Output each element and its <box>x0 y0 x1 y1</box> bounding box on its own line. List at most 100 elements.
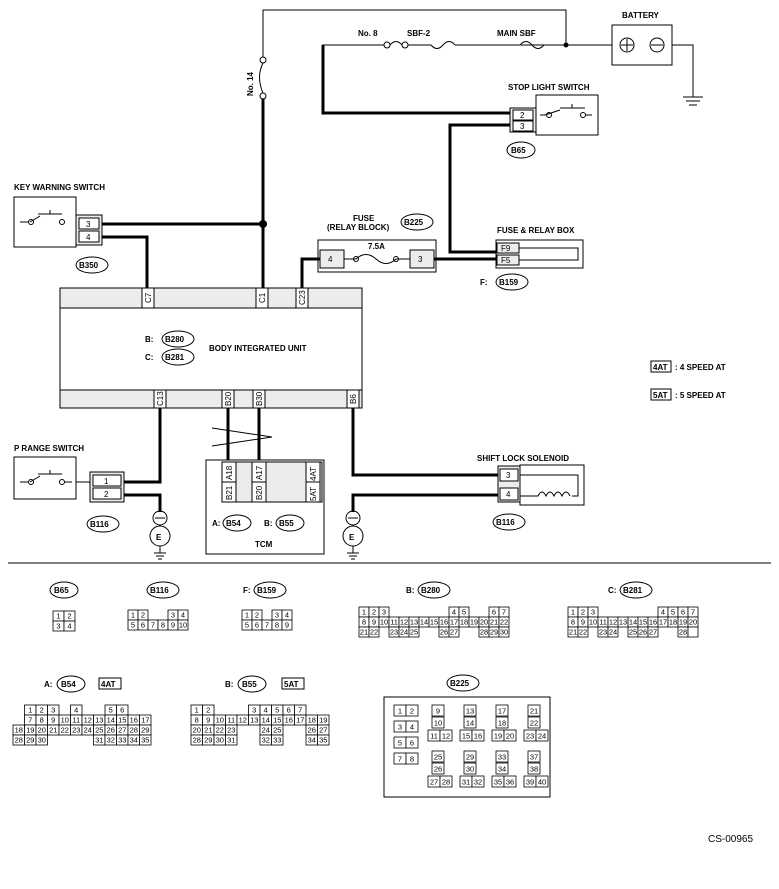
svg-text:B350: B350 <box>79 261 99 270</box>
pin-label: 2 <box>40 706 44 715</box>
pin-cell <box>535 729 549 742</box>
pin-label: 32 <box>107 736 115 745</box>
pin-label: 24 <box>400 628 408 637</box>
svg-text:C:: C: <box>145 353 153 362</box>
pin-label: 30 <box>38 736 46 745</box>
pin-label: 16 <box>285 716 293 725</box>
pin-label: 26 <box>107 726 115 735</box>
pin-label: 34 <box>308 736 316 745</box>
pin-label: 21 <box>360 628 368 637</box>
pin-cell <box>408 626 420 638</box>
pin-label: 40 <box>538 778 546 787</box>
face-b225-tag <box>446 674 480 692</box>
pin-label: 9 <box>372 618 376 627</box>
pin-label: 36 <box>506 778 514 787</box>
pin-label: 8 <box>571 618 575 627</box>
pin-label: 10 <box>589 618 597 627</box>
pin-label: 17 <box>659 618 667 627</box>
pin-label: 25 <box>410 628 418 637</box>
pin-label: 19 <box>26 726 34 735</box>
pin-label: 23 <box>72 726 80 735</box>
pin-label: 9 <box>51 716 55 725</box>
svg-text:5AT: 5AT <box>284 680 299 689</box>
svg-text:A18: A18 <box>225 465 234 480</box>
svg-text:B54: B54 <box>61 680 76 689</box>
pin-label: 32 <box>262 736 270 745</box>
pin-label: 9 <box>285 621 289 630</box>
pin-label: 26 <box>639 628 647 637</box>
pin-label: 7 <box>398 755 402 764</box>
svg-text:B30: B30 <box>255 391 264 406</box>
shift-lock-solenoid-label: SHIFT LOCK SOLENOID <box>477 454 569 463</box>
pin-label: 17 <box>296 716 304 725</box>
svg-text:C13: C13 <box>156 391 165 406</box>
pin-label: 16 <box>649 618 657 627</box>
pin-cell <box>463 716 477 729</box>
pin-label: 9 <box>581 618 585 627</box>
pin-label: 18 <box>498 719 506 728</box>
pin-label: 23 <box>599 628 607 637</box>
pin-label: 4 <box>452 608 456 617</box>
pin-cell <box>607 626 619 638</box>
pin-cell <box>687 626 699 638</box>
b225-outline <box>383 696 551 798</box>
pin-label: 26 <box>434 765 442 774</box>
pin-label: 16 <box>474 732 482 741</box>
pin-label: 27 <box>450 628 458 637</box>
svg-text:B65: B65 <box>511 146 526 155</box>
pin-cell <box>471 775 485 788</box>
pin-label: 13 <box>250 716 258 725</box>
pin-cell <box>527 762 541 775</box>
svg-text:2: 2 <box>520 111 525 120</box>
pin-label: 3 <box>51 706 55 715</box>
face-b54-tag <box>56 675 86 693</box>
b225-tag <box>400 213 434 231</box>
pin-label: 8 <box>40 716 44 725</box>
pin-label: 6 <box>287 706 291 715</box>
pin-label: 21 <box>49 726 57 735</box>
pin-label: 4 <box>264 706 268 715</box>
pin-label: 9 <box>436 707 440 716</box>
b159-tag <box>495 273 529 291</box>
pin-label: 15 <box>639 618 647 627</box>
b116-tag <box>86 515 120 533</box>
pin-label: 12 <box>442 732 450 741</box>
pin-label: 20 <box>480 618 488 627</box>
pin-label: 12 <box>400 618 408 627</box>
pin-label: 39 <box>526 778 534 787</box>
pin-cell <box>498 626 510 638</box>
pin-label: 15 <box>462 732 470 741</box>
pin-label: 1 <box>56 612 60 621</box>
pin-label: 8 <box>275 621 279 630</box>
pin-label: 28 <box>679 628 687 637</box>
pin-cell <box>431 762 445 775</box>
ground-e-right <box>342 510 364 560</box>
pin-label: 21 <box>490 618 498 627</box>
pin-label: 6 <box>492 608 496 617</box>
pin-label: 4 <box>181 611 185 620</box>
pin-cell <box>405 736 419 749</box>
pin-cell <box>527 704 541 717</box>
svg-text:4AT: 4AT <box>653 363 668 372</box>
pin-label: 1 <box>131 611 135 620</box>
pin-label: 35 <box>319 736 327 745</box>
pin-label: 12 <box>239 716 247 725</box>
pin-label: 5 <box>671 608 675 617</box>
shift-lock-solenoid <box>519 464 585 506</box>
pin-label: 18 <box>460 618 468 627</box>
pin-label: 15 <box>430 618 438 627</box>
pin-label: 3 <box>382 608 386 617</box>
pin-label: 1 <box>398 707 402 716</box>
p-range-switch-label: P RANGE SWITCH <box>14 444 84 453</box>
pin-label: 13 <box>410 618 418 627</box>
p-range-switch <box>13 456 77 500</box>
b350-tag <box>75 256 109 274</box>
b280-tag <box>161 330 195 348</box>
svg-text:B280: B280 <box>165 335 185 344</box>
pin-label: 8 <box>410 755 414 764</box>
pin-cell <box>431 704 445 717</box>
pin-label: 7 <box>502 608 506 617</box>
pin-label: 27 <box>649 628 657 637</box>
svg-text:B:: B: <box>145 335 153 344</box>
